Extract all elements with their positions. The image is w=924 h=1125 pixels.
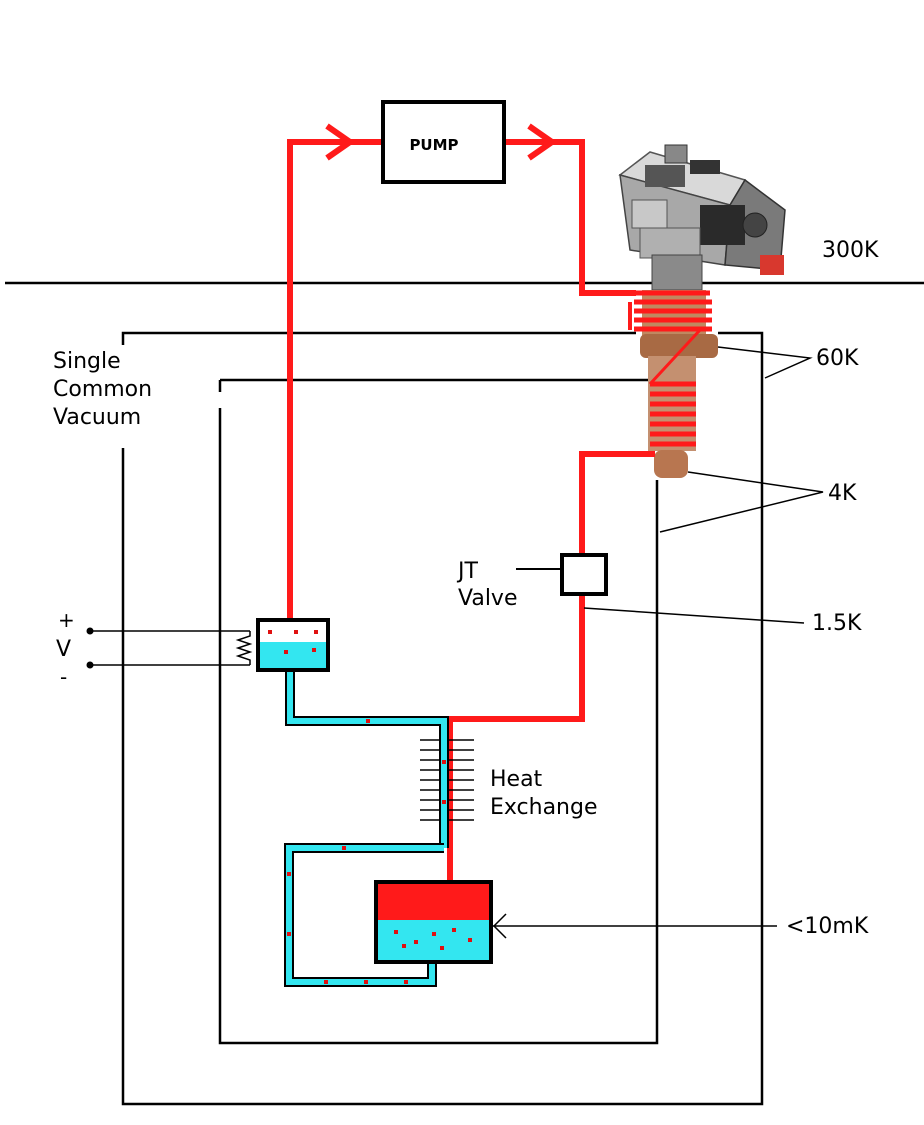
heat-exchange-label-line1: Heat [490,767,543,792]
pump-label: PUMP [409,136,458,154]
temp-4k-leader [660,472,823,532]
vacuum-label-line3: Vacuum [53,405,141,430]
voltage-terminal-negative [87,662,94,669]
temp-300k-label: 300K [822,238,879,263]
minus-label: - [60,665,67,689]
temp-60k-label: 60K [816,346,859,371]
still-chamber [258,620,328,670]
voltage-label: V [56,637,71,662]
heat-exchange-label-line2: Exchange [490,795,598,820]
jt-label-line1: JT [456,559,478,584]
jt-label-line2: Valve [458,586,518,611]
plus-label: + [58,608,75,632]
vacuum-label-line2: Common [53,377,152,402]
voltage-terminal-positive [87,628,94,635]
vacuum-label-line1: Single [53,349,121,374]
temp-4k-label: 4K [828,481,857,506]
pump-output-line [504,142,636,293]
temp-10mk-label: <10mK [786,914,869,939]
still-liquid-tube [290,668,444,848]
jt-valve-box [562,555,606,594]
temp-1-5k-leader [584,608,804,623]
resistor-heater-icon [90,631,250,665]
temp-1-5k-label: 1.5K [812,611,862,636]
temp-60k-leader [718,347,810,378]
mixing-chamber [376,882,491,962]
